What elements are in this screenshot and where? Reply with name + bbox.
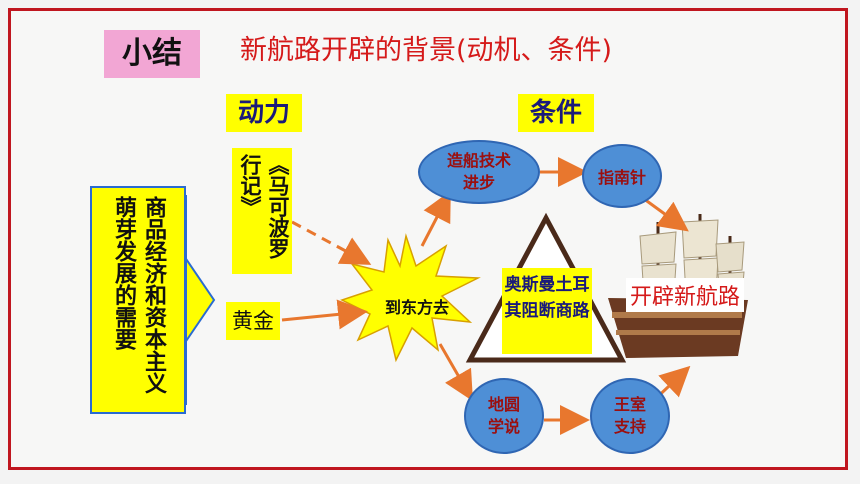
economic-need-text: 商品经济和资本主义萌芽发展的需要 [111,196,166,394]
arrow-east-to-earth [438,343,473,402]
node-shipbuilding: 造船技术进步 [418,140,540,204]
arrow-book-to-east [291,220,372,265]
gold-box: 黄金 [226,302,280,340]
arrow-compass-to-route [639,194,689,232]
spherical-earth-text: 地圆学说 [487,395,520,436]
node-spherical-earth: 地圆学说 [464,378,544,454]
marco-polo-book-text: 《马可波罗行记》 [238,154,290,259]
compass-text: 指南针 [597,168,646,187]
shipbuilding-text: 造船技术进步 [446,151,511,192]
slide-title: 新航路开辟的背景(动机、条件) [240,35,613,66]
condition-heading: 条件 [518,94,594,132]
node-royal-support: 王室支持 [590,378,670,454]
royal-support-text: 王室支持 [613,395,646,436]
arrow-gold-to-east [281,299,368,330]
summary-label: 小结 [104,30,200,78]
economic-need-box: 商品经济和资本主义萌芽发展的需要 [90,186,186,414]
arrow-east-to-ship [420,190,451,247]
ottoman-block-label: 奥斯曼土耳其阻断商路 [502,268,592,354]
new-route-label: 开辟新航路 [626,278,745,312]
go-east-label: 到东方去 [384,298,449,317]
explosion-shape [340,233,481,363]
marco-polo-book-box: 《马可波罗行记》 [232,148,292,274]
node-compass: 指南针 [582,144,662,208]
driver-heading: 动力 [226,94,302,132]
